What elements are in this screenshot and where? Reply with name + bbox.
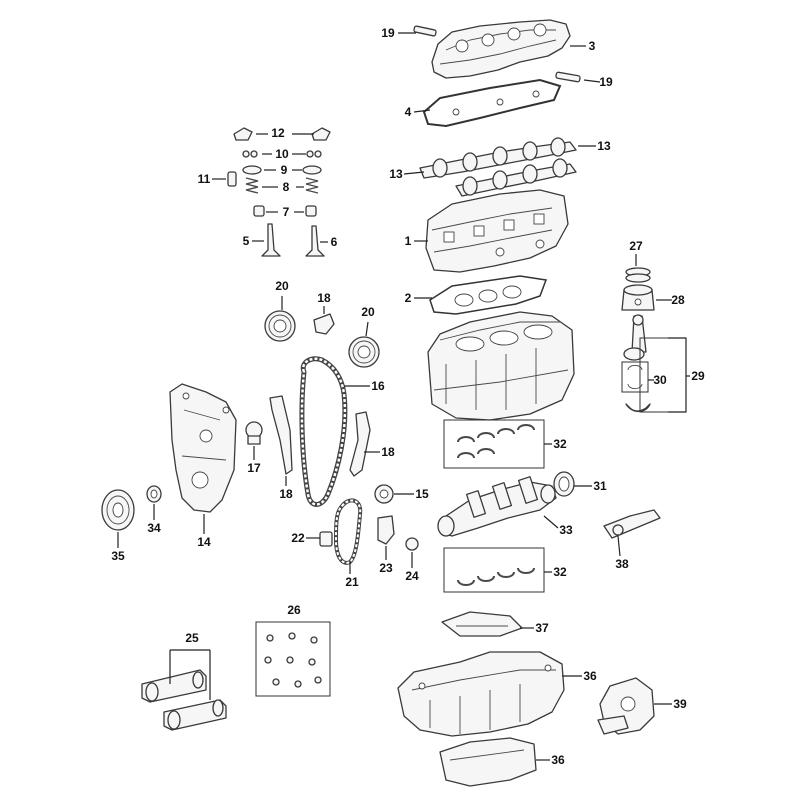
callout-12: 12 bbox=[271, 126, 285, 140]
callout-31: 31 bbox=[593, 479, 607, 493]
connecting-rod bbox=[623, 314, 647, 361]
callout-13: 13 bbox=[597, 139, 611, 153]
callout-26: 26 bbox=[287, 603, 301, 617]
callout-19: 19 bbox=[599, 75, 613, 89]
cylinder-head bbox=[425, 189, 569, 273]
front-seal bbox=[146, 485, 162, 503]
piston bbox=[621, 284, 655, 311]
callout-13: 13 bbox=[389, 167, 403, 181]
callout-8: 8 bbox=[283, 180, 290, 194]
callout-20: 20 bbox=[275, 279, 289, 293]
timing-chain bbox=[299, 356, 348, 507]
callout-22: 22 bbox=[291, 531, 305, 545]
callout-32: 32 bbox=[553, 565, 567, 579]
callout-19: 19 bbox=[381, 26, 395, 40]
crank-sprocket bbox=[374, 484, 394, 504]
callout-2: 2 bbox=[405, 291, 412, 305]
callout-27: 27 bbox=[629, 239, 643, 253]
camshaft-lower bbox=[455, 158, 577, 197]
callout-20: 20 bbox=[361, 305, 375, 319]
pump-chain-guide bbox=[319, 531, 333, 547]
callout-18: 18 bbox=[279, 487, 293, 501]
callout-14: 14 bbox=[197, 535, 211, 549]
callout-37: 37 bbox=[535, 621, 549, 635]
callout-5: 5 bbox=[243, 234, 250, 248]
rod-bearings-box bbox=[621, 361, 649, 393]
oil-pan-lower bbox=[439, 737, 537, 787]
callout-28: 28 bbox=[671, 293, 685, 307]
oil-jet bbox=[603, 509, 661, 539]
callout-9: 9 bbox=[281, 163, 288, 177]
leader-38 bbox=[617, 535, 621, 557]
cam-sprocket-right bbox=[348, 336, 380, 368]
leader-20 bbox=[365, 321, 369, 337]
callout-36: 36 bbox=[551, 753, 565, 767]
crankshaft bbox=[437, 476, 557, 537]
leader-4 bbox=[413, 109, 431, 113]
callout-36: 36 bbox=[583, 669, 597, 683]
cover-bolt-right bbox=[555, 71, 581, 83]
callout-39: 39 bbox=[673, 697, 687, 711]
callout-21: 21 bbox=[345, 575, 359, 589]
callout-34: 34 bbox=[147, 521, 161, 535]
head-gasket bbox=[429, 275, 548, 315]
oil-pump bbox=[597, 677, 655, 735]
callout-30: 30 bbox=[653, 373, 667, 387]
callout-33: 33 bbox=[559, 523, 573, 537]
oil-pan-upper bbox=[397, 651, 565, 737]
bolt-kit bbox=[255, 621, 331, 697]
callout-6: 6 bbox=[331, 235, 338, 249]
callout-16: 16 bbox=[371, 379, 385, 393]
callout-11: 11 bbox=[198, 172, 211, 186]
chain-guide-left bbox=[269, 395, 293, 475]
engine-block bbox=[427, 311, 575, 421]
callout-25: 25 bbox=[185, 631, 199, 645]
pump-chain-tensioner bbox=[377, 515, 395, 545]
callout-38: 38 bbox=[615, 557, 629, 571]
chain-guide-right bbox=[349, 411, 371, 477]
chain-tensioner bbox=[245, 421, 263, 445]
callout-15: 15 bbox=[415, 487, 429, 501]
chain-guide-upper bbox=[313, 313, 335, 335]
main-bearings-lower bbox=[443, 547, 545, 593]
oil-pump-sprocket bbox=[405, 537, 419, 551]
callout-32: 32 bbox=[553, 437, 567, 451]
cover-bolt-left bbox=[413, 25, 437, 37]
callout-29: 29 bbox=[691, 369, 705, 383]
crank-pulley bbox=[101, 489, 135, 531]
callout-10: 10 bbox=[275, 147, 289, 161]
callout-7: 7 bbox=[283, 205, 290, 219]
valve-train bbox=[227, 127, 331, 257]
callout-23: 23 bbox=[379, 561, 393, 575]
callout-24: 24 bbox=[405, 569, 419, 583]
rod-cap bbox=[625, 403, 651, 413]
main-bearings-upper bbox=[443, 419, 545, 469]
rear-main-seal bbox=[553, 471, 575, 497]
leader-19 bbox=[583, 79, 601, 83]
cover-gasket bbox=[422, 78, 562, 128]
callout-4: 4 bbox=[405, 105, 412, 119]
callout-17: 17 bbox=[247, 461, 261, 475]
callout-18: 18 bbox=[317, 291, 331, 305]
callout-35: 35 bbox=[111, 549, 125, 563]
balance-shafts bbox=[141, 669, 227, 731]
piston-rings bbox=[625, 267, 651, 283]
oil-pump-chain bbox=[334, 498, 363, 565]
leader-33 bbox=[543, 515, 559, 529]
leader-13 bbox=[403, 171, 425, 175]
oil-baffle bbox=[441, 611, 523, 637]
callout-3: 3 bbox=[589, 39, 596, 53]
valve-cover bbox=[431, 19, 571, 79]
cam-sprocket-left bbox=[264, 310, 296, 342]
leader-lines bbox=[117, 32, 690, 761]
callout-18: 18 bbox=[381, 445, 395, 459]
timing-cover bbox=[169, 383, 237, 513]
camshaft-upper bbox=[419, 137, 577, 179]
callout-1: 1 bbox=[405, 234, 412, 248]
